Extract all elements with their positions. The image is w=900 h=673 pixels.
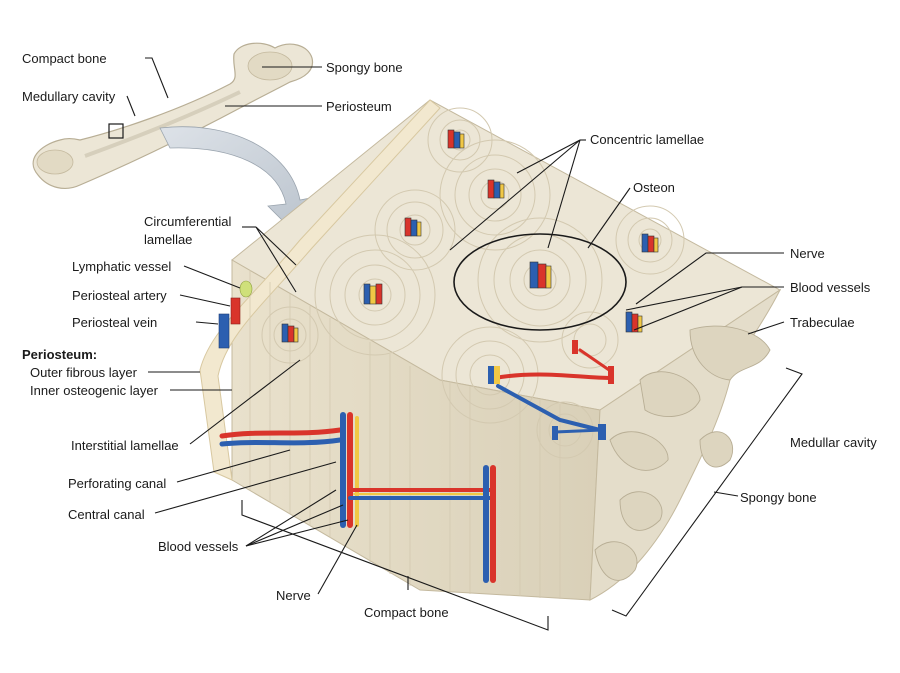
canal-vessels-1 xyxy=(447,129,465,149)
central-canals xyxy=(281,129,659,343)
osteon-2 xyxy=(439,139,551,251)
label-outer-fibrous-layer: Outer fibrous layer xyxy=(30,365,137,380)
label-blood-vessels-right: Blood vessels xyxy=(790,280,871,295)
canal-vessels-4 xyxy=(363,283,383,305)
label-medullar-cavity: Medullar cavity xyxy=(790,435,877,450)
osteon-3 xyxy=(374,189,456,271)
canal-vessels-7 xyxy=(641,233,659,253)
label-medullary-cavity-top: Medullary cavity xyxy=(22,89,116,104)
canal-vessels-8 xyxy=(625,311,643,333)
label-compact-bone-top: Compact bone xyxy=(22,51,107,66)
osteons xyxy=(261,107,685,459)
label-spongy-bone-bottom: Spongy bone xyxy=(740,490,817,505)
label-concentric-lamellae: Concentric lamellae xyxy=(590,132,705,147)
label-periosteal-artery: Periosteal artery xyxy=(72,288,167,303)
label-blood-vessels-bottom: Blood vessels xyxy=(158,539,239,554)
label-circumferential-lamellae-1: Circumferential xyxy=(144,214,232,229)
label-central-canal: Central canal xyxy=(68,507,145,522)
label-nerve-right: Nerve xyxy=(790,246,825,261)
periosteal-vessels xyxy=(218,280,253,349)
label-circumferential-lamellae-2: lamellae xyxy=(144,232,193,247)
canal-vessels-6 xyxy=(529,261,552,289)
label-nerve-bottom: Nerve xyxy=(276,588,311,603)
perforating-vessels-top xyxy=(488,340,614,440)
label-compact-bone-bottom: Compact bone xyxy=(364,605,449,620)
front-vessels xyxy=(219,412,496,583)
leader-lines xyxy=(126,57,803,631)
label-lymphatic-vessel: Lymphatic vessel xyxy=(72,259,172,274)
canal-vessels-3 xyxy=(404,217,422,237)
zoom-region-box xyxy=(108,123,124,139)
label-spongy-bone-top: Spongy bone xyxy=(326,60,403,75)
label-perforating-canal: Perforating canal xyxy=(68,476,167,491)
label-trabeculae: Trabeculae xyxy=(790,315,855,330)
canal-vessels-2 xyxy=(487,179,505,199)
osteon-outline xyxy=(453,233,627,331)
label-periosteal-vein: Periosteal vein xyxy=(72,315,158,330)
label-inner-osteogenic-layer: Inner osteogenic layer xyxy=(30,383,158,398)
label-interstitial-lamellae: Interstitial lamellae xyxy=(71,438,179,453)
long-bone xyxy=(32,42,314,189)
canal-vessels-5 xyxy=(281,323,299,343)
label-periosteum-heading: Periosteum: xyxy=(22,347,98,362)
label-osteon: Osteon xyxy=(633,180,675,195)
osteon-5 xyxy=(261,306,319,364)
label-periosteum-top: Periosteum xyxy=(326,99,392,114)
